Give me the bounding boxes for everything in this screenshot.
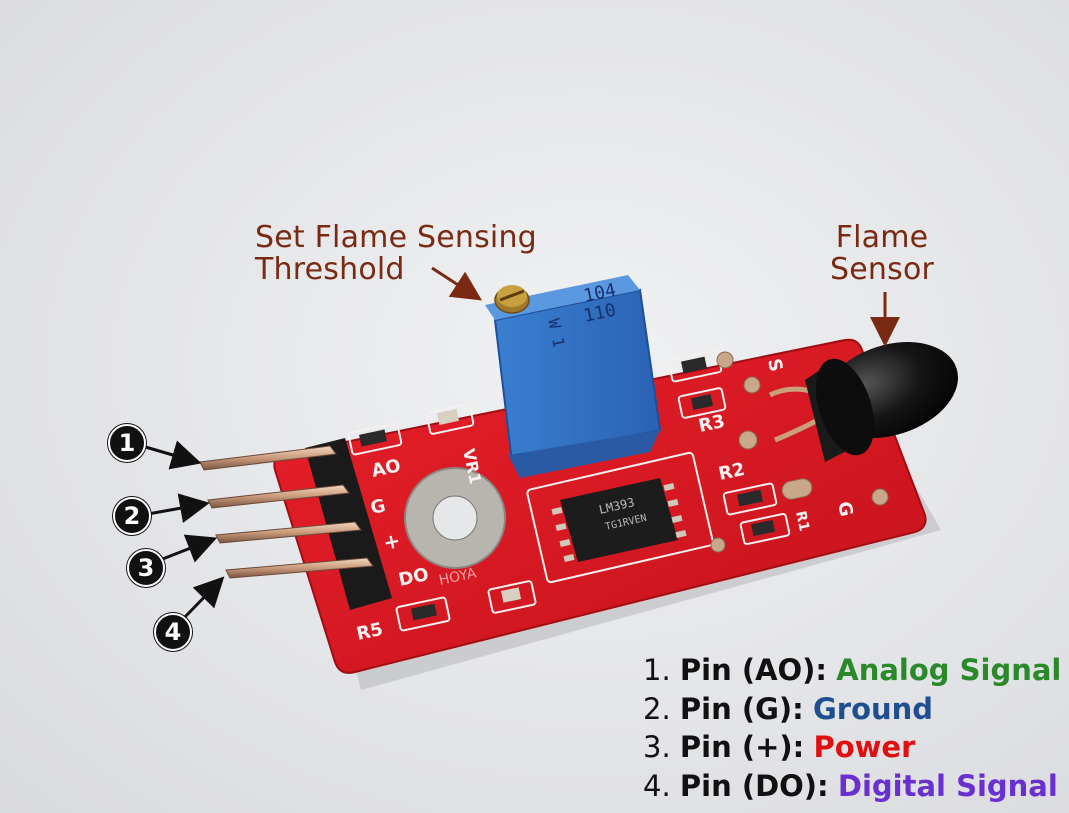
board-label-g: G [369,495,388,519]
legend-num: 4. [643,768,671,803]
legend-num: 3. [643,730,671,764]
pin-3-arrow [159,534,218,563]
legend-pin: Pin (G): [679,691,804,726]
threshold-arrow [431,266,483,301]
pin-badge-1: 1 [108,424,146,462]
mounting-hole [432,495,478,541]
board-label-g2: G [833,500,857,519]
silkscreen-outlines [347,349,791,632]
threshold-callout-line2: Threshold [255,252,405,287]
header-pins [199,445,374,579]
sensor-callout-line2: Sensor [830,252,935,287]
legend-pin: Pin (+): [679,730,805,764]
board-label-r1: R1 [792,510,812,533]
legend-desc: Analog Signal [836,653,1062,687]
adjust-screw [494,285,530,314]
pin-legend: 1. Pin (AO): Analog Signal 2. Pin (G): G… [643,651,1061,805]
sensor-callout: Flame Sensor [830,222,934,286]
pin-badge-4: 4 [154,613,192,651]
legend-row-1: 1. Pin (AO): Analog Signal [643,651,1061,690]
pin-badge-3: 3 [127,549,165,587]
threshold-callout: Set Flame Sensing Threshold [255,222,537,286]
board-label-plus: + [381,528,402,555]
legend-row-2: 2. Pin (G): Ground [643,690,1061,729]
legend-num: 1. [643,653,671,687]
board-label-hoya: HOYA [438,565,479,589]
legend-desc: Power [813,730,916,764]
flame-sensor-led [768,342,959,462]
board-label-s: S [763,357,786,374]
solder-pads [710,351,889,553]
legend-desc: Ground [812,691,934,726]
legend-pin: Pin (DO): [679,768,829,803]
legend-row-4: 4. Pin (DO): Digital Signal [643,767,1061,806]
ic-chip: LM393 TG1RVEN [551,478,687,563]
threshold-callout-line1: Set Flame Sensing [255,220,537,255]
pin-2-arrow [147,493,210,523]
legend-desc: Digital Signal [837,768,1058,803]
sensor-callout-line1: Flame [835,220,929,255]
pin-badge-2: 2 [113,497,151,535]
legend-row-3: 3. Pin (+): Power [643,728,1061,767]
pin-4-arrow [180,576,225,622]
legend-pin: Pin (AO): [679,653,828,687]
smd-components [359,356,776,621]
legend-num: 2. [643,691,671,726]
pin-1-arrow [141,440,202,470]
